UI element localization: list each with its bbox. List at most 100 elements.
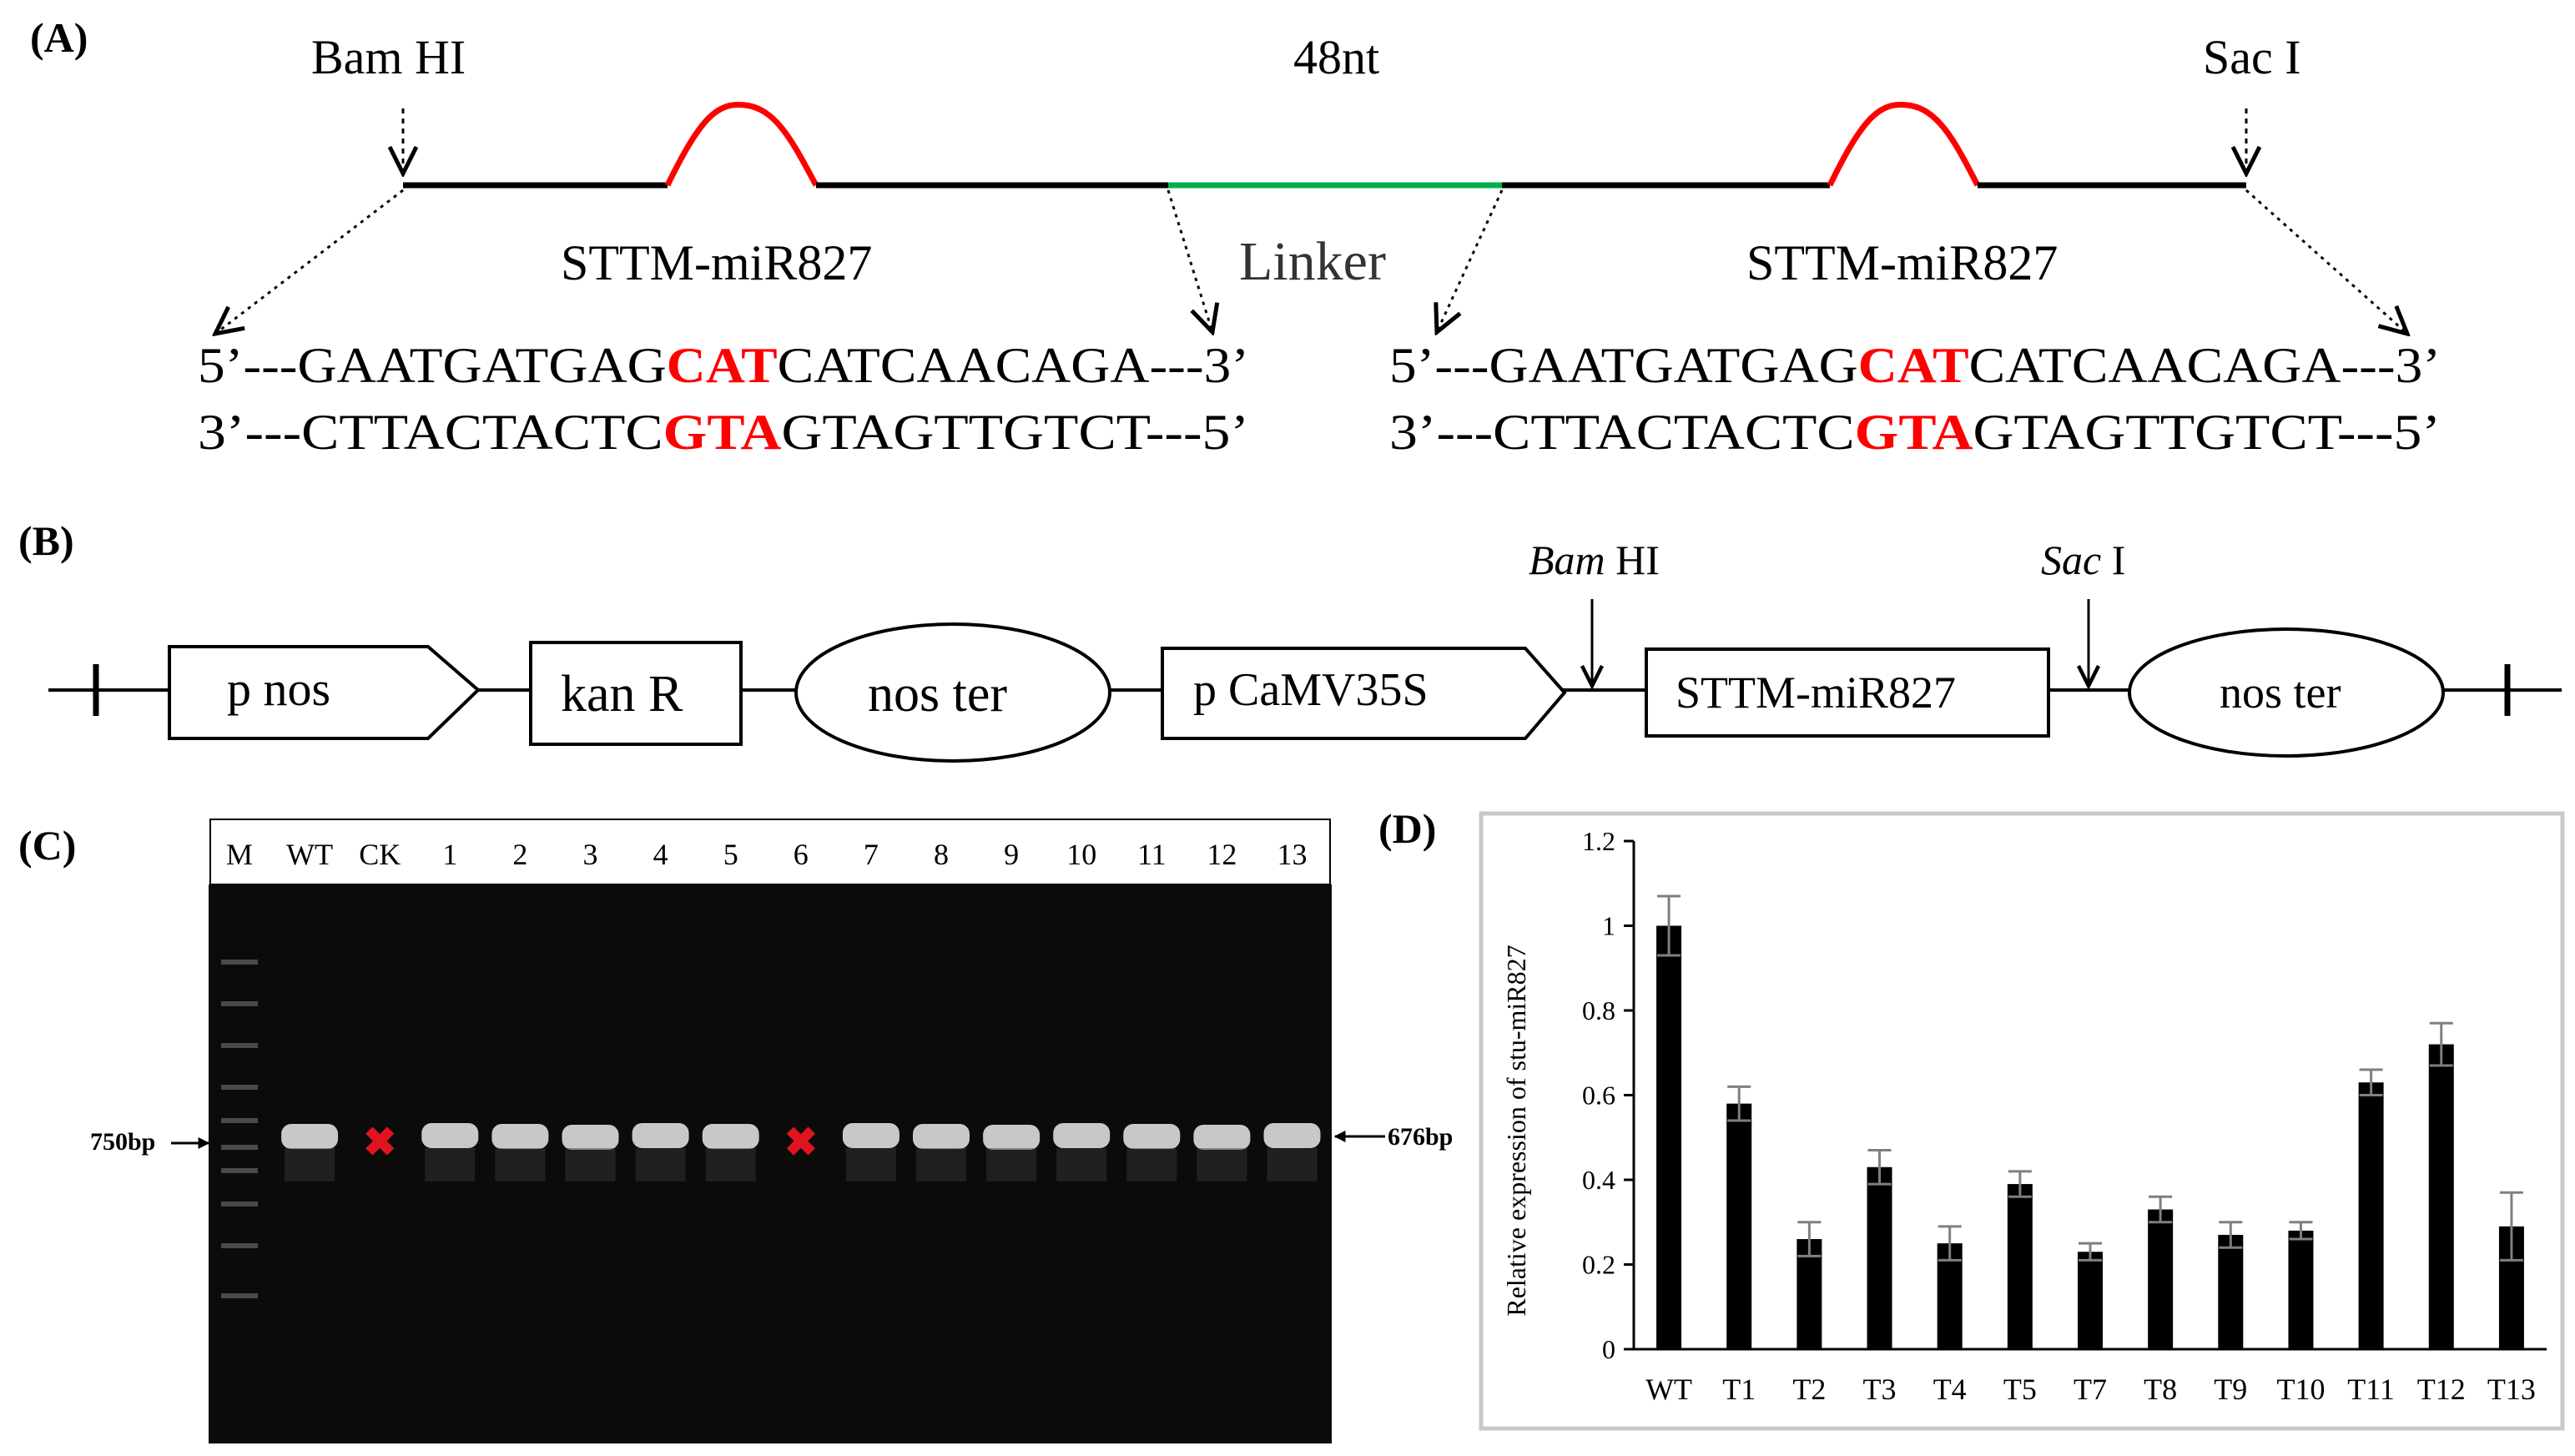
x-tick-label: T12 (2417, 1373, 2466, 1406)
bar-t2 (1796, 1239, 1822, 1349)
gel-band (1053, 1123, 1111, 1148)
marker-750bp-label: 750bp (90, 1128, 155, 1156)
saci-label-b: Sac I (2041, 537, 2125, 583)
dotted-arrow-1 (215, 189, 404, 334)
sttm-label-right: STTM-miR827 (1746, 235, 2058, 290)
panel-c-label: (C) (18, 822, 76, 869)
bar-t7 (2078, 1252, 2103, 1349)
x-tick-label: T1 (1722, 1373, 1756, 1406)
y-tick-label: 0.8 (1582, 995, 1615, 1025)
bar-t8 (2148, 1209, 2174, 1349)
x-tick-label: T8 (2144, 1373, 2177, 1406)
x-tick-label: T7 (2074, 1373, 2107, 1406)
y-tick-label: 1 (1602, 911, 1615, 941)
x-tick-label: T3 (1863, 1373, 1897, 1406)
lane-label-13: 13 (1277, 838, 1308, 871)
sttm-label-left: STTM-miR827 (561, 235, 872, 290)
panel-b-label: (B) (18, 517, 74, 564)
pnos-promoter (168, 645, 481, 740)
y-ticks: 00.20.40.60.811.2 (1582, 826, 1634, 1364)
y-tick-label: 0.2 (1582, 1250, 1615, 1280)
bar-t1 (1726, 1103, 1752, 1349)
gel-band-smear (1197, 1148, 1247, 1181)
ladder-band (221, 1085, 258, 1090)
lane-label-3: 3 (583, 838, 598, 871)
bar-t3 (1867, 1166, 1892, 1349)
x-tick-label: T11 (2347, 1373, 2395, 1406)
camv35s-promoter (1161, 647, 1567, 740)
gel-band (1263, 1123, 1321, 1148)
gel-band-smear (495, 1148, 546, 1181)
gel-band-smear (1056, 1148, 1107, 1181)
gel-band-smear (565, 1148, 616, 1181)
lane-label-7: 7 (864, 838, 879, 871)
gel-band (702, 1124, 759, 1149)
ladder-band (221, 1202, 258, 1207)
lane-label-wt: WT (286, 838, 333, 871)
ladder-band (221, 960, 258, 965)
gel-band (421, 1123, 479, 1148)
x-tick-label: T5 (2003, 1373, 2037, 1406)
ladder-band (221, 1043, 258, 1048)
dotted-arrow-3 (1437, 189, 1504, 332)
missing-band-mark: ✖ (363, 1121, 396, 1165)
panel-d: (D) Relative expression of stu-miR827 0 0… (1378, 805, 2565, 1431)
lane-label-2: 2 (512, 838, 527, 871)
gel-image (209, 884, 1332, 1443)
linker-label: Linker (1239, 231, 1386, 292)
lane-label-1: 1 (442, 838, 457, 871)
panel-d-label: (D) (1378, 805, 1436, 852)
sttm-cassette (1645, 647, 2050, 738)
y-tick-label: 1.2 (1582, 826, 1615, 856)
lane-label-4: 4 (653, 838, 668, 871)
bulge-loop-right (1827, 101, 1981, 187)
panel-a-label: (A) (30, 14, 88, 61)
nos-ter-1-label: nos ter (868, 666, 1007, 723)
bar-t11 (2358, 1082, 2384, 1349)
gel-bands (281, 1123, 1321, 1181)
nos-ter-2 (2128, 627, 2445, 758)
gel-band (983, 1125, 1041, 1150)
gel-band-smear (425, 1148, 476, 1181)
gel-header-box (209, 819, 1331, 885)
kanr-gene (529, 641, 743, 746)
sttm-cassette-label: STTM-miR827 (1676, 668, 1956, 718)
gel-band-smear (705, 1148, 756, 1181)
ladder-band (221, 1293, 258, 1298)
lane-label-6: 6 (794, 838, 809, 871)
lane-label-5: 5 (723, 838, 738, 871)
bar-t10 (2288, 1230, 2314, 1349)
bar-t5 (2007, 1184, 2033, 1349)
ladder-band (221, 1001, 258, 1006)
x-tick-label: T10 (2276, 1373, 2325, 1406)
lane-label-ck: CK (359, 838, 401, 871)
y-axis-title: Relative expression of stu-miR827 (1501, 945, 1531, 1316)
bulge-loop-left (664, 101, 819, 187)
marker-676bp-label: 676bp (1388, 1123, 1453, 1151)
bar-t9 (2218, 1234, 2244, 1349)
gel-band-smear (916, 1148, 966, 1181)
gel-band (913, 1124, 970, 1149)
lane-label-11: 11 (1137, 838, 1167, 871)
gel-band (491, 1124, 549, 1149)
ladder-band (221, 1118, 258, 1123)
gel-band-smear (635, 1148, 686, 1181)
kanr-label: kan R (561, 666, 683, 723)
lane-label-8: 8 (934, 838, 949, 871)
ladder-band (221, 1168, 258, 1173)
x-tick-label: T4 (1933, 1373, 1967, 1406)
ladder-band (221, 1243, 258, 1248)
panel-a: (A) Bam HI 48nt Sac I STTM-miR827 Linker… (30, 14, 2441, 460)
gel-band (281, 1124, 339, 1149)
lane-label-9: 9 (1004, 838, 1019, 871)
y-tick-label: 0 (1602, 1334, 1615, 1364)
dotted-arrow-4 (2245, 189, 2407, 334)
lane-label-12: 12 (1207, 838, 1237, 871)
